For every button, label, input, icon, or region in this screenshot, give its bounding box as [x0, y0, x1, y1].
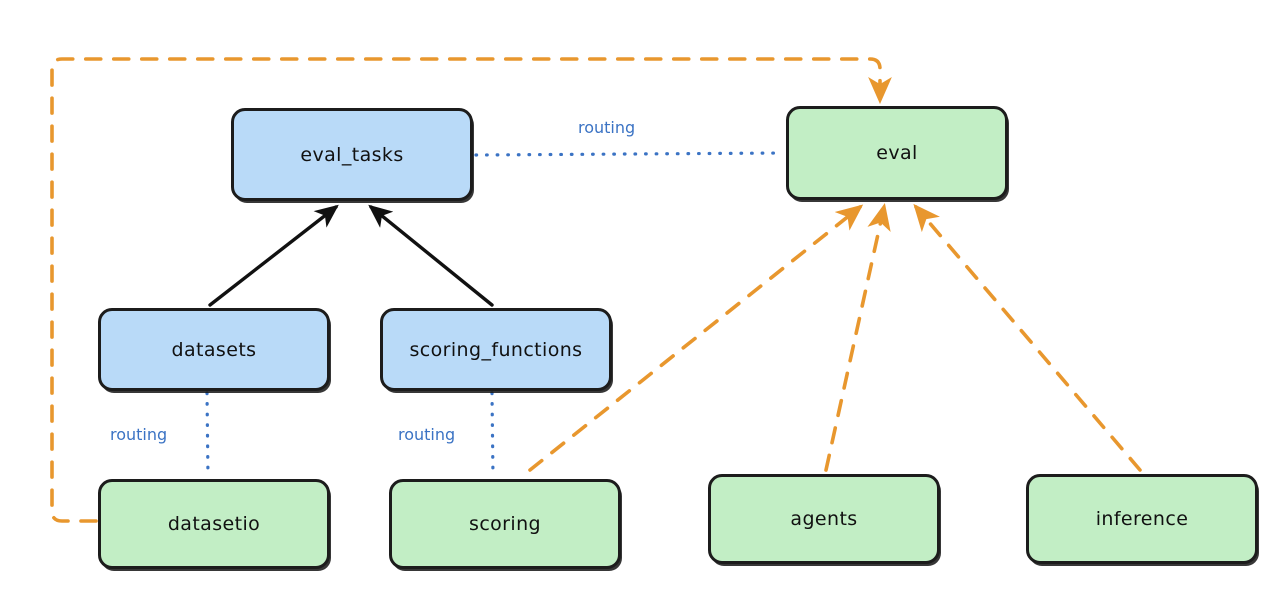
node-scoring-functions-label: scoring_functions [409, 338, 583, 361]
edge-datasets-to-eval-tasks [208, 204, 339, 307]
node-agents-label: agents [790, 508, 858, 530]
node-datasets[interactable]: datasets [98, 308, 330, 391]
node-agents[interactable]: agents [708, 474, 940, 564]
node-scoring[interactable]: scoring [389, 479, 621, 569]
edge-scoring-to-eval [528, 204, 864, 472]
node-datasetio[interactable]: datasetio [98, 479, 330, 569]
edge-datasets-to-datasetio [205, 391, 210, 479]
node-eval-label: eval [876, 142, 918, 164]
node-inference-label: inference [1095, 508, 1189, 530]
edge-scoring-functions-to-scoring [490, 391, 495, 479]
node-eval-tasks-label: eval_tasks [300, 143, 404, 166]
node-eval-tasks[interactable]: eval_tasks [231, 108, 473, 201]
edge-inference-to-eval [913, 203, 1142, 472]
node-scoring-functions[interactable]: scoring_functions [380, 308, 612, 391]
node-eval[interactable]: eval [786, 106, 1008, 200]
edge-agents-to-eval [824, 203, 891, 472]
edge-datasetio-to-eval [50, 57, 892, 523]
node-datasets-label: datasets [171, 338, 257, 361]
edge-scoring-functions-to-eval-tasks [368, 204, 494, 307]
node-inference[interactable]: inference [1026, 474, 1258, 564]
edge-eval-tasks-to-eval [474, 151, 785, 157]
node-scoring-label: scoring [469, 513, 541, 535]
node-datasetio-label: datasetio [167, 513, 261, 535]
